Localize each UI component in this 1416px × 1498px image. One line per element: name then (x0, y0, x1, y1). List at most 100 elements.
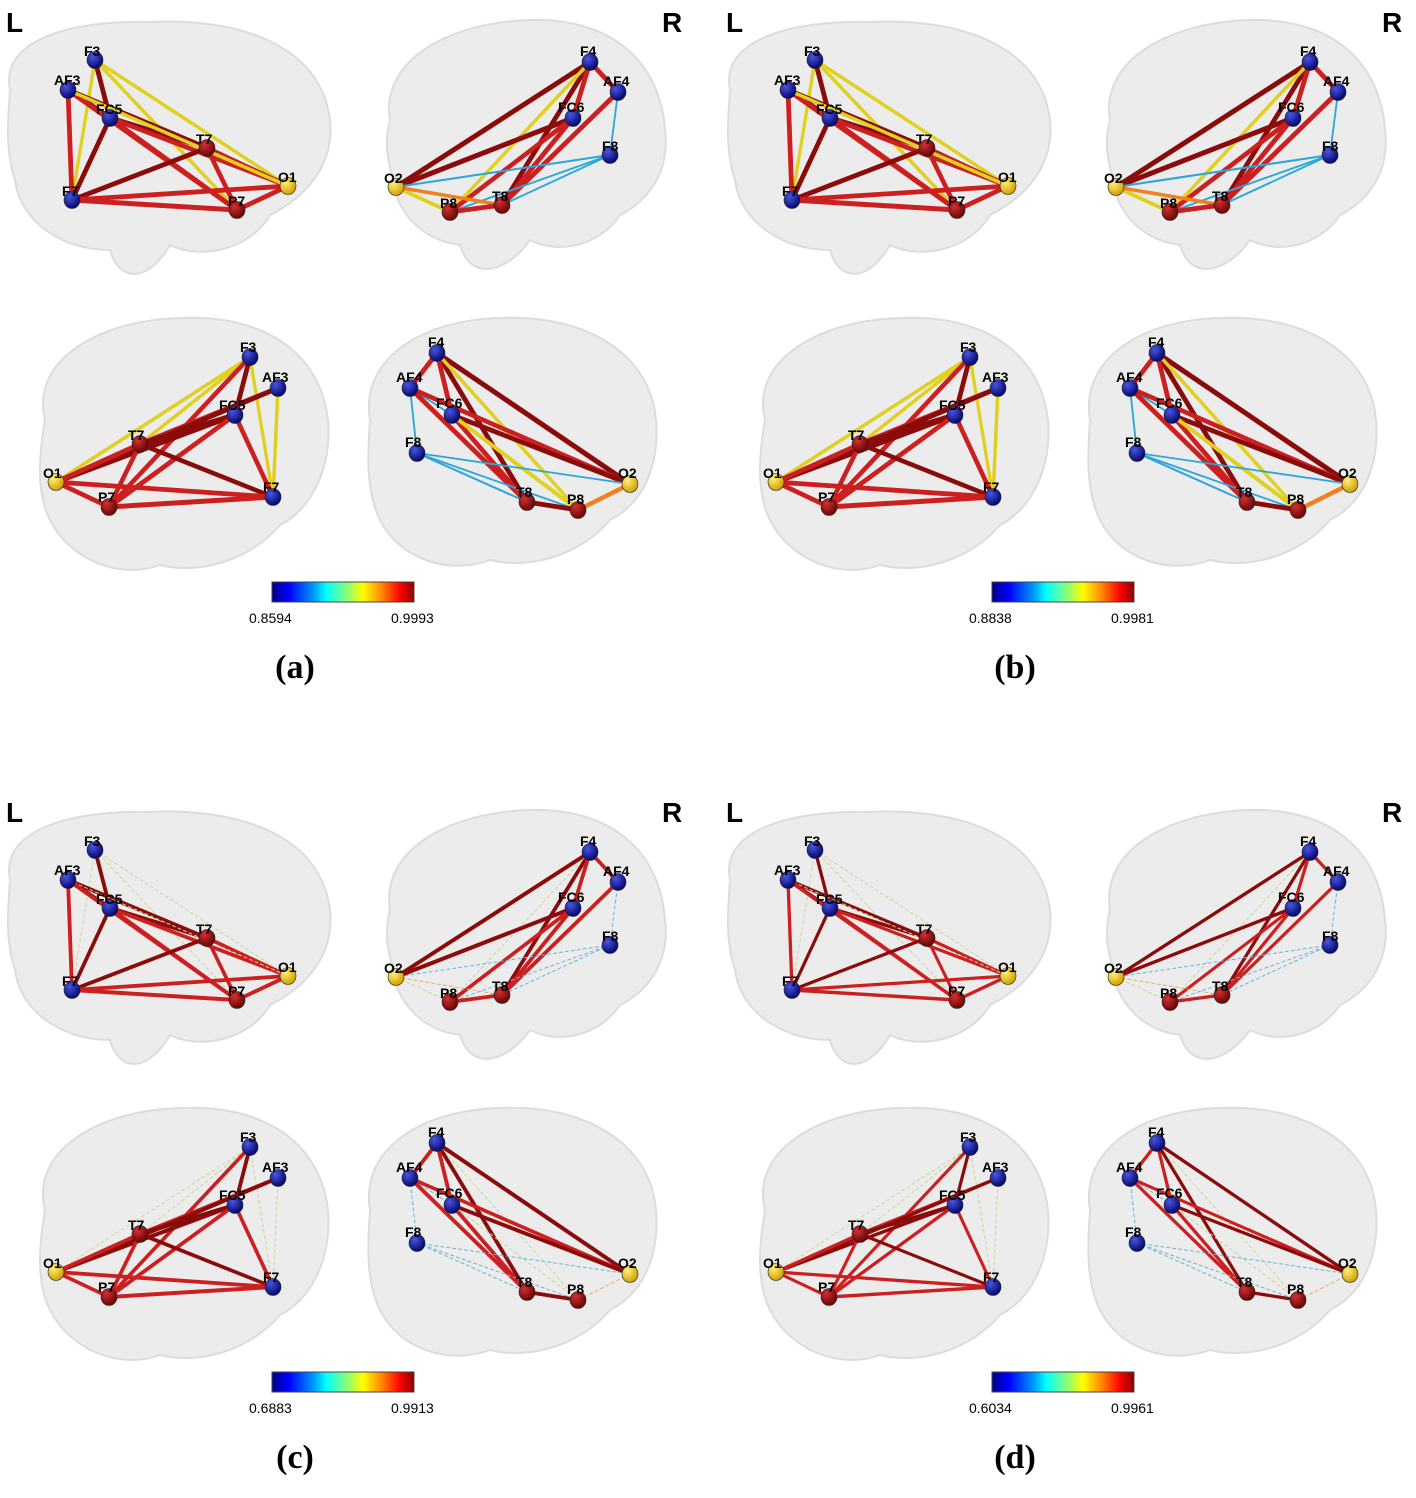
edge-F3-T7 (139, 1146, 251, 1235)
electrode-T7 (198, 139, 216, 157)
electrode-AF3 (269, 1169, 287, 1187)
edge-P8-T8 (1168, 993, 1224, 1004)
electrode-F7 (984, 488, 1002, 506)
electrode-label-F4: F4 (580, 43, 597, 59)
colorbar-max-label: 0.9981 (1111, 610, 1154, 626)
edge-T7-F7 (790, 936, 929, 992)
electrode-O1 (47, 473, 65, 491)
electrode-F3 (806, 51, 824, 69)
electrode-label-O1: O1 (43, 1255, 62, 1271)
electrode-F4 (428, 344, 446, 362)
electrode-label-T7: T7 (848, 427, 865, 443)
edge-T7-F7 (137, 441, 276, 500)
electrode-AF4 (401, 1169, 419, 1187)
electrode-P7 (820, 498, 838, 516)
electrode-label-O1: O1 (278, 169, 297, 185)
electrode-AF4 (609, 873, 627, 891)
electrode-O2 (1107, 968, 1125, 986)
electrode-AF3 (59, 81, 77, 99)
edge-AF4-F8 (409, 387, 418, 454)
electrode-F7 (783, 981, 801, 999)
edge-F7-P7 (69, 197, 240, 213)
edge-T7-F7 (138, 1232, 275, 1289)
electrode-F8 (1128, 1234, 1146, 1252)
colorbar-max-label: 0.9993 (391, 610, 434, 626)
edge-F7-O1 (790, 974, 1010, 992)
edge-F3-F7 (969, 1146, 994, 1288)
electrode-label-F7: F7 (983, 1269, 1000, 1285)
connectivity-edges (394, 850, 620, 1004)
edge-F8-P8 (416, 452, 579, 511)
edge-AF4-T8 (500, 880, 620, 997)
edge-F4-T8 (500, 850, 592, 997)
edge-T7-F7 (858, 1232, 995, 1289)
electrode-label-T8: T8 (492, 188, 509, 204)
edge-O1-F7 (53, 479, 276, 500)
electrode-FC5 (101, 109, 119, 127)
electrode-F3 (86, 841, 104, 859)
electrode-label-AF3: AF3 (54, 862, 81, 878)
edge-F4-T8 (1220, 850, 1312, 997)
edge-FC5-F7 (953, 1203, 995, 1289)
electrode-label-FC6: FC6 (1278, 889, 1305, 905)
edge-F8-P8 (449, 944, 611, 1003)
brain-surface (7, 20, 332, 275)
electrode-label-AF3: AF3 (262, 1159, 289, 1175)
electrode-FC5 (226, 1196, 244, 1214)
edge-O1-P7 (53, 479, 112, 510)
brain-surface (727, 20, 1052, 275)
edge-F3-O1 (814, 849, 1009, 977)
edge-FC6-T8 (1220, 906, 1295, 997)
panel-caption: (c) (276, 1439, 314, 1476)
electrode-F7 (783, 191, 801, 209)
edge-O1-P7 (774, 1270, 831, 1299)
electrode-FC5 (946, 406, 964, 424)
electrode-F4 (581, 843, 599, 861)
electrode-label-AF4: AF4 (1323, 73, 1350, 89)
edge-F3-FC5 (813, 848, 832, 910)
electrode-O2 (1341, 1265, 1359, 1283)
electrode-FC5 (101, 899, 119, 917)
edge-T8-P8 (1245, 1290, 1300, 1302)
electrode-AF4 (609, 83, 627, 101)
edge-P7-F7 (827, 1285, 995, 1299)
edge-FC5-F7 (952, 412, 996, 500)
electrode-label-FC5: FC5 (219, 397, 246, 413)
connectivity-edges (786, 848, 1010, 1002)
edge-FC5-P7 (106, 412, 238, 510)
edge-AF4-F8 (609, 91, 619, 156)
edge-F7-O1 (70, 974, 290, 992)
left-hemisphere-label: L (6, 797, 23, 828)
edge-F4-T8 (1219, 59, 1313, 208)
electrode-label-F4: F4 (1300, 833, 1317, 849)
brain-surface (727, 810, 1052, 1065)
electrode-label-FC5: FC5 (939, 397, 966, 413)
electrode-AF3 (989, 1169, 1007, 1187)
electrode-FC6 (1163, 406, 1181, 424)
edge-O1-P7 (773, 479, 832, 510)
electrode-O1 (47, 1263, 65, 1281)
electrode-label-T7: T7 (848, 1217, 865, 1233)
edge-T7-F7 (70, 936, 209, 992)
electrode-O2 (1107, 178, 1125, 196)
edge-O2-P8 (1297, 1273, 1351, 1301)
edge-AF4-F8 (1329, 91, 1339, 156)
edge-T7-P7 (924, 145, 960, 213)
electrode-O1 (999, 177, 1017, 195)
electrode-FC6 (443, 1196, 461, 1214)
edge-P7-F7 (106, 494, 276, 510)
edge-F4-O2 (394, 850, 592, 979)
edge-F8-P8 (1136, 1242, 1299, 1301)
edge-F3-F7 (248, 355, 275, 499)
edge-F7-O1 (69, 183, 291, 203)
electrode-label-P8: P8 (440, 195, 457, 211)
electrode-label-F7: F7 (263, 1269, 280, 1285)
electrode-FC6 (1284, 899, 1302, 917)
electrode-FC6 (564, 109, 582, 127)
right-hemisphere-label: R (1382, 7, 1402, 38)
